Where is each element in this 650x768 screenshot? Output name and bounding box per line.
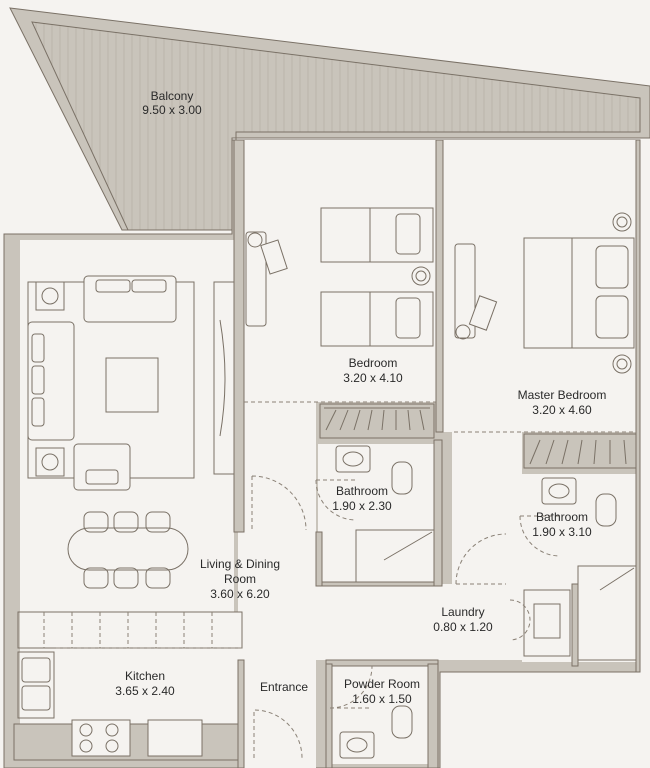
living-dining-size: 3.60 x 6.20: [210, 587, 270, 601]
balcony-label: Balcony: [151, 89, 194, 103]
bathroom-1-label: Bathroom: [336, 484, 388, 498]
bedroom-label: Bedroom: [349, 356, 398, 370]
kitchen-size: 3.65 x 2.40: [115, 684, 175, 698]
laundry-unit: [523, 589, 571, 657]
powder-room-label: Powder Room: [344, 677, 420, 691]
powder-room-size: 1.60 x 1.50: [352, 692, 412, 706]
bedroom-wardrobe: [244, 401, 436, 439]
dining-set: [67, 511, 189, 589]
master-bedroom-size: 3.20 x 4.60: [532, 403, 592, 417]
living-dining-label-2: Room: [224, 572, 256, 586]
balcony-area: [9, 7, 650, 231]
kitchen-label: Kitchen: [125, 669, 165, 683]
living-dining-label-1: Living & Dining: [200, 557, 280, 571]
master-bedroom-furniture: [454, 212, 635, 374]
laundry-label: Laundry: [441, 605, 484, 619]
balcony-size: 9.50 x 3.00: [142, 103, 202, 117]
bedroom-furniture: [245, 207, 434, 347]
room-labels: Balcony 9.50 x 3.00 Bedroom 3.20 x 4.10 …: [115, 89, 606, 706]
master-wardrobe: [454, 431, 637, 469]
kitchen-counters: [17, 611, 243, 757]
door-swings: [251, 475, 561, 759]
bedroom-size: 3.20 x 4.10: [343, 371, 403, 385]
laundry-size: 0.80 x 1.20: [433, 620, 493, 634]
entrance-label: Entrance: [260, 680, 308, 694]
master-bedroom-label: Master Bedroom: [518, 388, 607, 402]
living-furniture: [27, 275, 235, 491]
bathroom-1-size: 1.90 x 2.30: [332, 499, 392, 513]
bathroom-fixtures: [335, 445, 637, 759]
bathroom-2-label: Bathroom: [536, 510, 588, 524]
bathroom-2-size: 1.90 x 3.10: [532, 525, 592, 539]
